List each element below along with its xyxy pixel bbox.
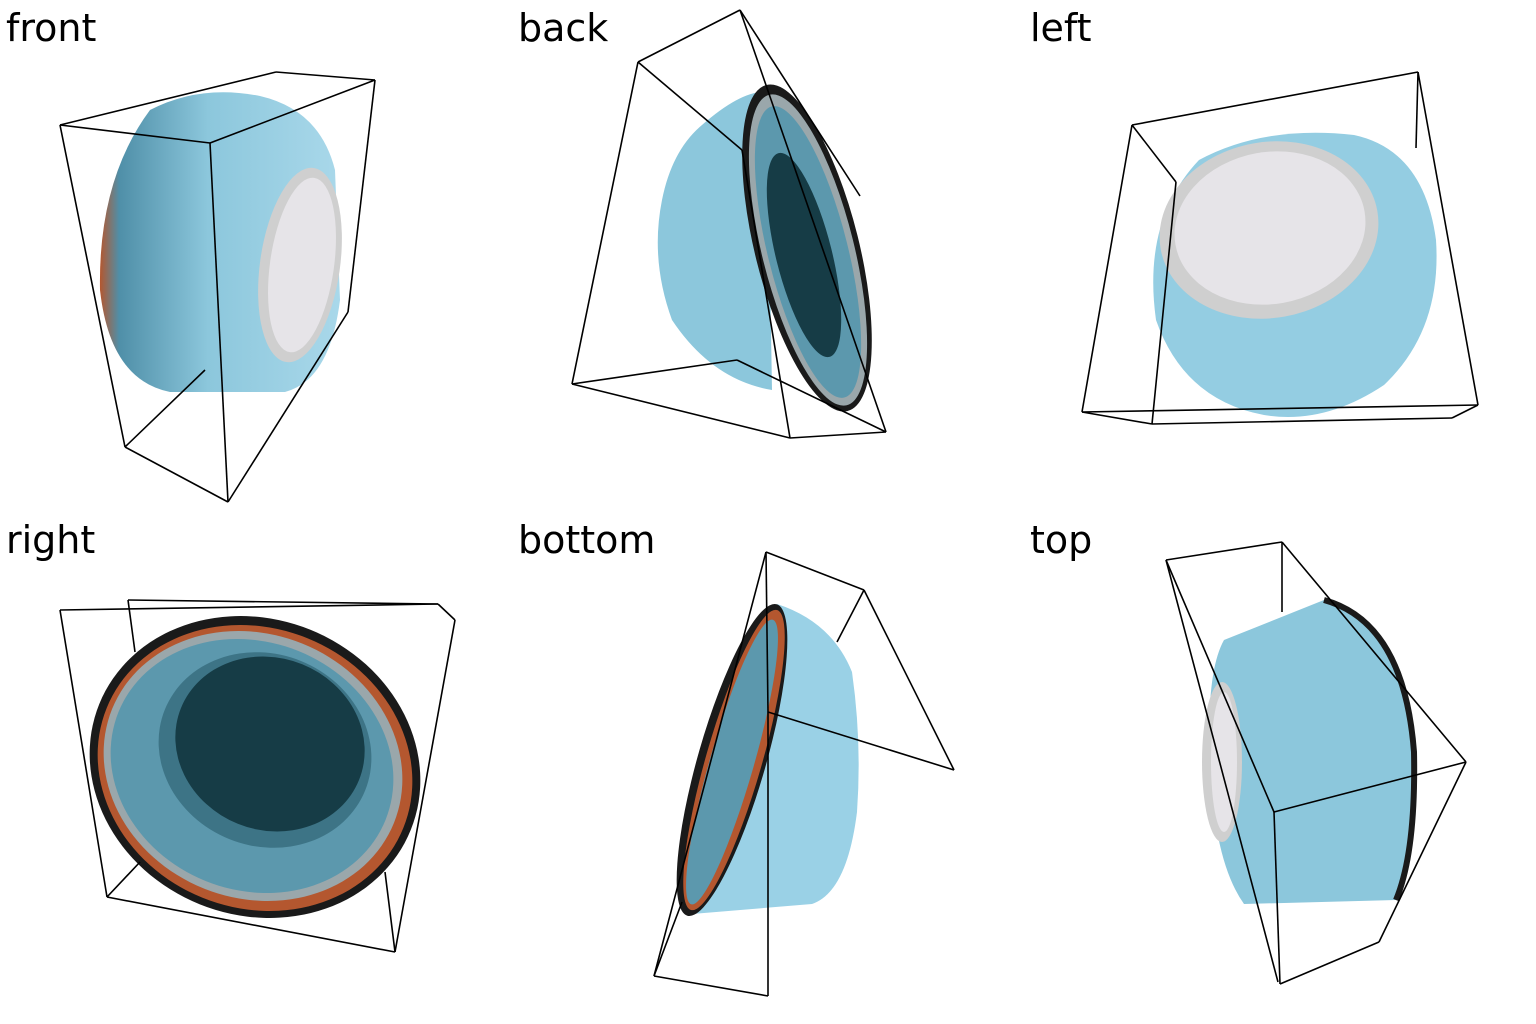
panel-right: right (0, 512, 512, 1024)
bowl-top (1202, 597, 1418, 904)
panel-left: left (1024, 0, 1536, 512)
view-label-bottom: bottom (518, 518, 656, 562)
view-label-back: back (518, 6, 609, 50)
panel-front: front (0, 0, 512, 512)
bowl-render-right (59, 599, 456, 953)
bounding-box-bottom (653, 551, 955, 997)
bowl-back (657, 84, 872, 412)
view-label-front: front (6, 6, 97, 50)
bowl-right (89, 616, 421, 918)
bowl-render-front (59, 71, 376, 503)
view-label-right: right (6, 518, 96, 562)
bounding-box-back (571, 9, 887, 439)
bowl-bottom (676, 603, 859, 917)
panel-bottom: bottom (512, 512, 1024, 1024)
bowl-front (99, 92, 342, 393)
panel-back: back (512, 0, 1024, 512)
view-label-left: left (1030, 6, 1092, 50)
bounding-box-front (59, 71, 376, 503)
bowl-render-left (1081, 71, 1479, 425)
bowl-render-top (1165, 541, 1467, 985)
bounding-box-left (1081, 71, 1479, 425)
panel-top: top (1024, 512, 1536, 1024)
bounding-box-right (59, 599, 456, 953)
bowl-render-bottom (653, 551, 955, 997)
bounding-box-top (1165, 541, 1467, 985)
view-label-top: top (1030, 518, 1093, 562)
bowl-left (1153, 132, 1437, 417)
bowl-render-back (571, 9, 887, 439)
